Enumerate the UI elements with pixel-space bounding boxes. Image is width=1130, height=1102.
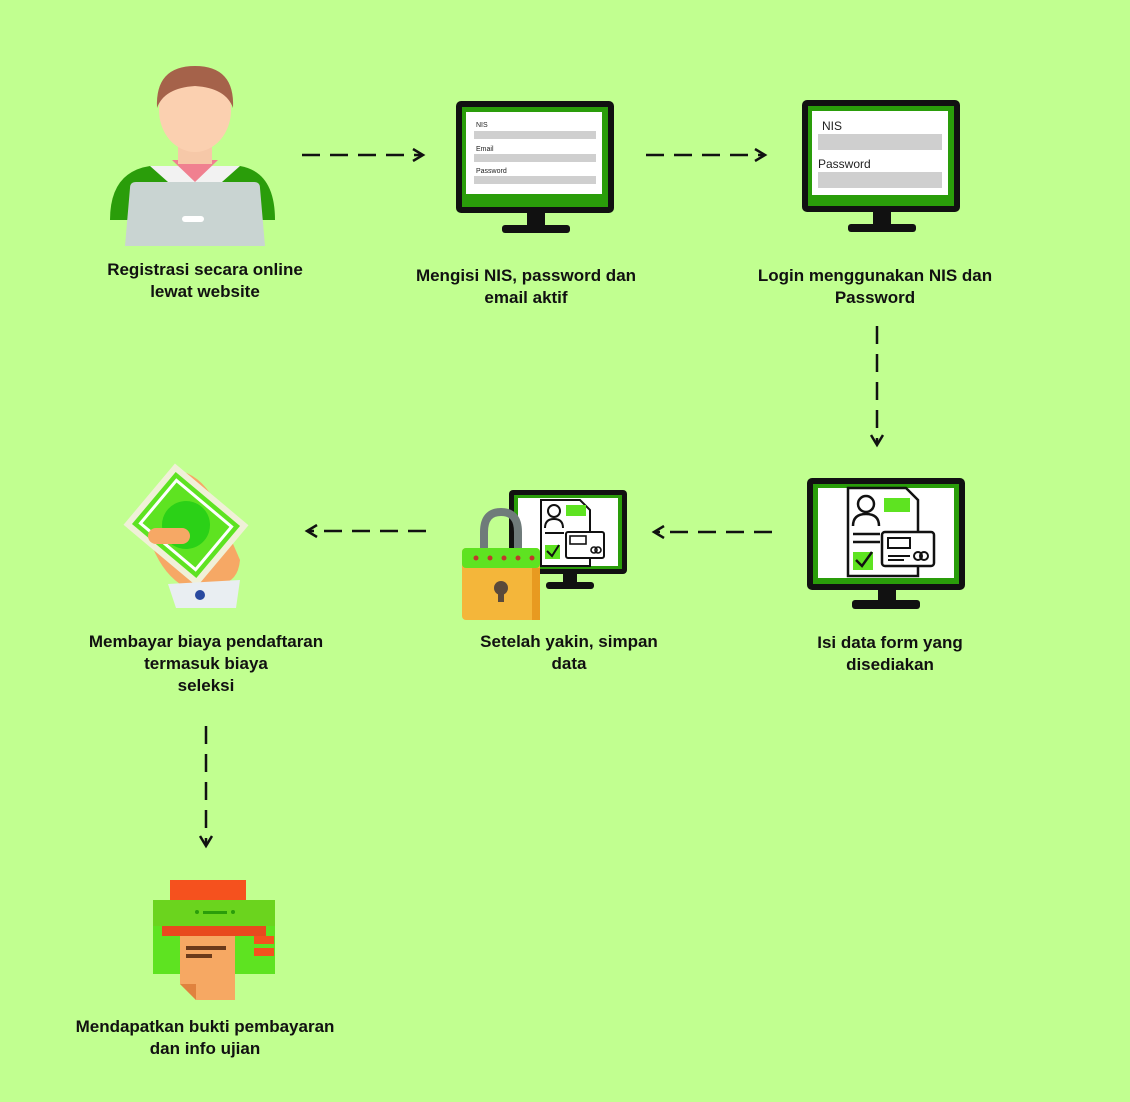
screen2-field2-label: Password <box>818 157 871 171</box>
step-receipt-line-2: dan info ujian <box>149 1039 261 1058</box>
screen1-field1-label: NIS <box>476 122 488 129</box>
lock-monitor-icon <box>462 490 627 620</box>
screen2-field1-label: NIS <box>822 119 842 133</box>
step-save-label: Setelah yakin, simpan data <box>449 631 689 675</box>
step-receipt-line-1: Mendapatkan bukti pembayaran <box>75 1017 335 1036</box>
screen1-field3-label: Password <box>476 168 507 175</box>
step-fill-credentials-label: Mengisi NIS, password dan email aktif <box>386 265 666 309</box>
step-pay-label: Membayar biaya pendaftaran termasuk biay… <box>56 631 356 697</box>
monitor-login-icon <box>802 100 960 232</box>
step-form-line-2: disediakan <box>846 655 934 674</box>
step-fill-form-label: Isi data form yang disediakan <box>770 632 1010 676</box>
monitor-document-icon <box>807 478 965 609</box>
step-login-label: Login menggunakan NIS dan Password <box>730 265 1020 309</box>
step-fill-line-1: Mengisi NIS, password dan <box>415 266 637 285</box>
user-laptop-icon <box>110 66 275 246</box>
step-save-line-2: data <box>551 654 587 673</box>
printer-icon <box>153 880 275 1000</box>
step-register-label: Registrasi secara online lewat website <box>75 259 335 303</box>
step-form-line-1: Isi data form yang <box>817 633 963 652</box>
step-register-line-1: Registrasi secara online <box>107 260 303 279</box>
money-hand-icon <box>123 463 249 608</box>
step-pay-line-1: Membayar biaya pendaftaran <box>88 632 324 651</box>
screen1-field2-label: Email <box>476 146 494 153</box>
step-login-line-1: Login menggunakan NIS dan <box>757 266 993 285</box>
monitor-form-icon <box>456 101 614 233</box>
step-register-line-2: lewat website <box>150 282 260 301</box>
step-fill-line-2: email aktif <box>484 288 568 307</box>
step-login-line-2: Password <box>834 288 916 307</box>
step-pay-line-2: termasuk biaya <box>144 654 268 673</box>
step-pay-line-3: seleksi <box>177 676 235 695</box>
step-receipt-label: Mendapatkan bukti pembayaran dan info uj… <box>40 1016 370 1060</box>
step-save-line-1: Setelah yakin, simpan <box>480 632 658 651</box>
